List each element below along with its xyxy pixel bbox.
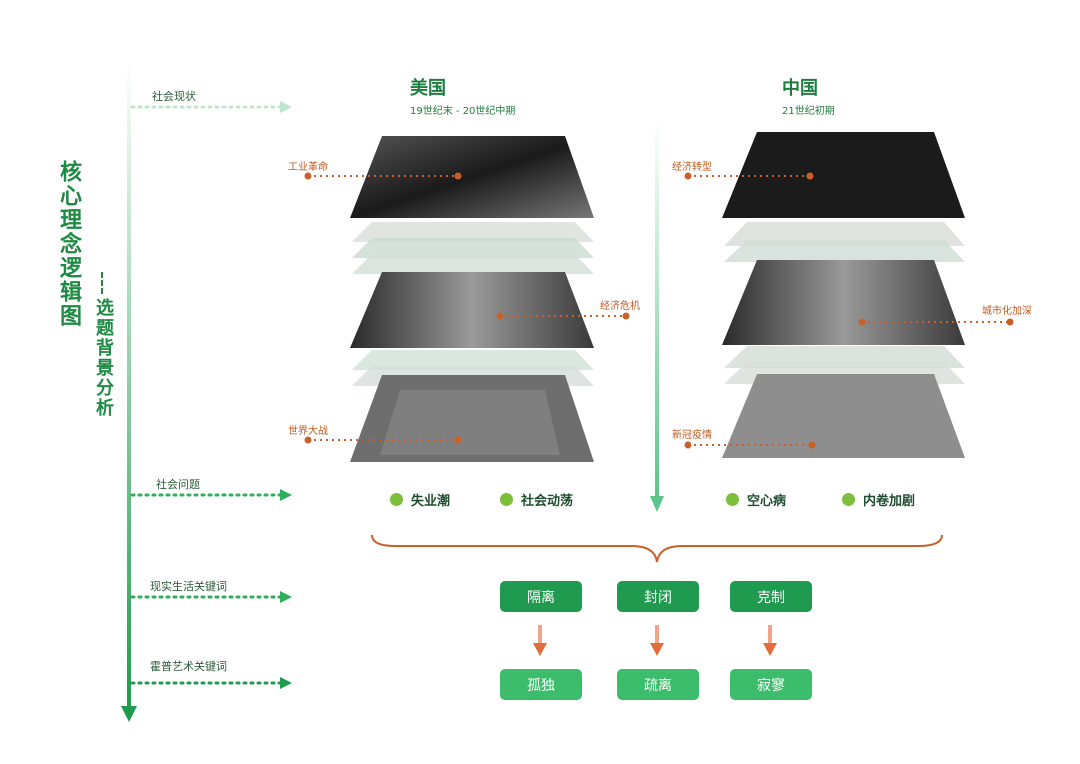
callout-world-war: 世界大战	[288, 422, 328, 437]
row-connectors	[132, 101, 292, 689]
art-keyword-desolation: 寂寥	[730, 669, 812, 700]
issue-social-unrest: 社会动荡	[500, 490, 573, 509]
callout-industrial-revolution: 工业革命	[288, 158, 328, 173]
sub-title: 选题背景分析	[90, 298, 116, 418]
bullet-dot	[390, 493, 403, 506]
bullet-dot	[500, 493, 513, 506]
callout-economic-crisis: 经济危机	[600, 297, 640, 312]
callout-urbanization: 城市化加深	[982, 302, 1032, 317]
life-keyword-restraint: 克制	[730, 581, 812, 612]
callout-covid: 新冠疫情	[672, 426, 712, 441]
art-keyword-alienation: 疏离	[617, 669, 699, 700]
issue-label: 失业潮	[411, 490, 450, 509]
callout-economic-transition: 经济转型	[672, 158, 712, 173]
china-period: 21世纪初期	[782, 102, 835, 117]
row-label-social-status: 社会现状	[152, 88, 196, 104]
usa-period: 19世纪末 - 20世纪中期	[410, 102, 515, 117]
bullet-dot	[726, 493, 739, 506]
life-keyword-isolation: 隔离	[500, 581, 582, 612]
issue-involution: 内卷加剧	[842, 490, 915, 509]
issue-unemployment: 失业潮	[390, 490, 450, 509]
main-title: 核心理念逻辑图	[52, 160, 84, 328]
usa-title: 美国	[410, 74, 446, 100]
china-title: 中国	[782, 74, 818, 100]
issue-hollow-disease: 空心病	[726, 490, 786, 509]
title-separator	[101, 272, 105, 294]
row-label-art-keywords: 霍普艺术关键词	[150, 658, 227, 674]
row-label-social-problems: 社会问题	[156, 476, 200, 492]
usa-image-stack	[350, 136, 594, 462]
row-label-life-keywords: 现实生活关键词	[150, 578, 227, 594]
issue-label: 内卷加剧	[863, 490, 915, 509]
bullet-dot	[842, 493, 855, 506]
keyword-arrows	[533, 625, 777, 656]
life-keyword-closed: 封闭	[617, 581, 699, 612]
center-flow-arrow	[650, 120, 664, 512]
summary-brace	[372, 535, 942, 562]
china-image-stack	[722, 132, 965, 458]
issue-label: 社会动荡	[521, 490, 573, 509]
main-timeline-arrow	[121, 60, 137, 722]
issue-label: 空心病	[747, 490, 786, 509]
art-keyword-loneliness: 孤独	[500, 669, 582, 700]
